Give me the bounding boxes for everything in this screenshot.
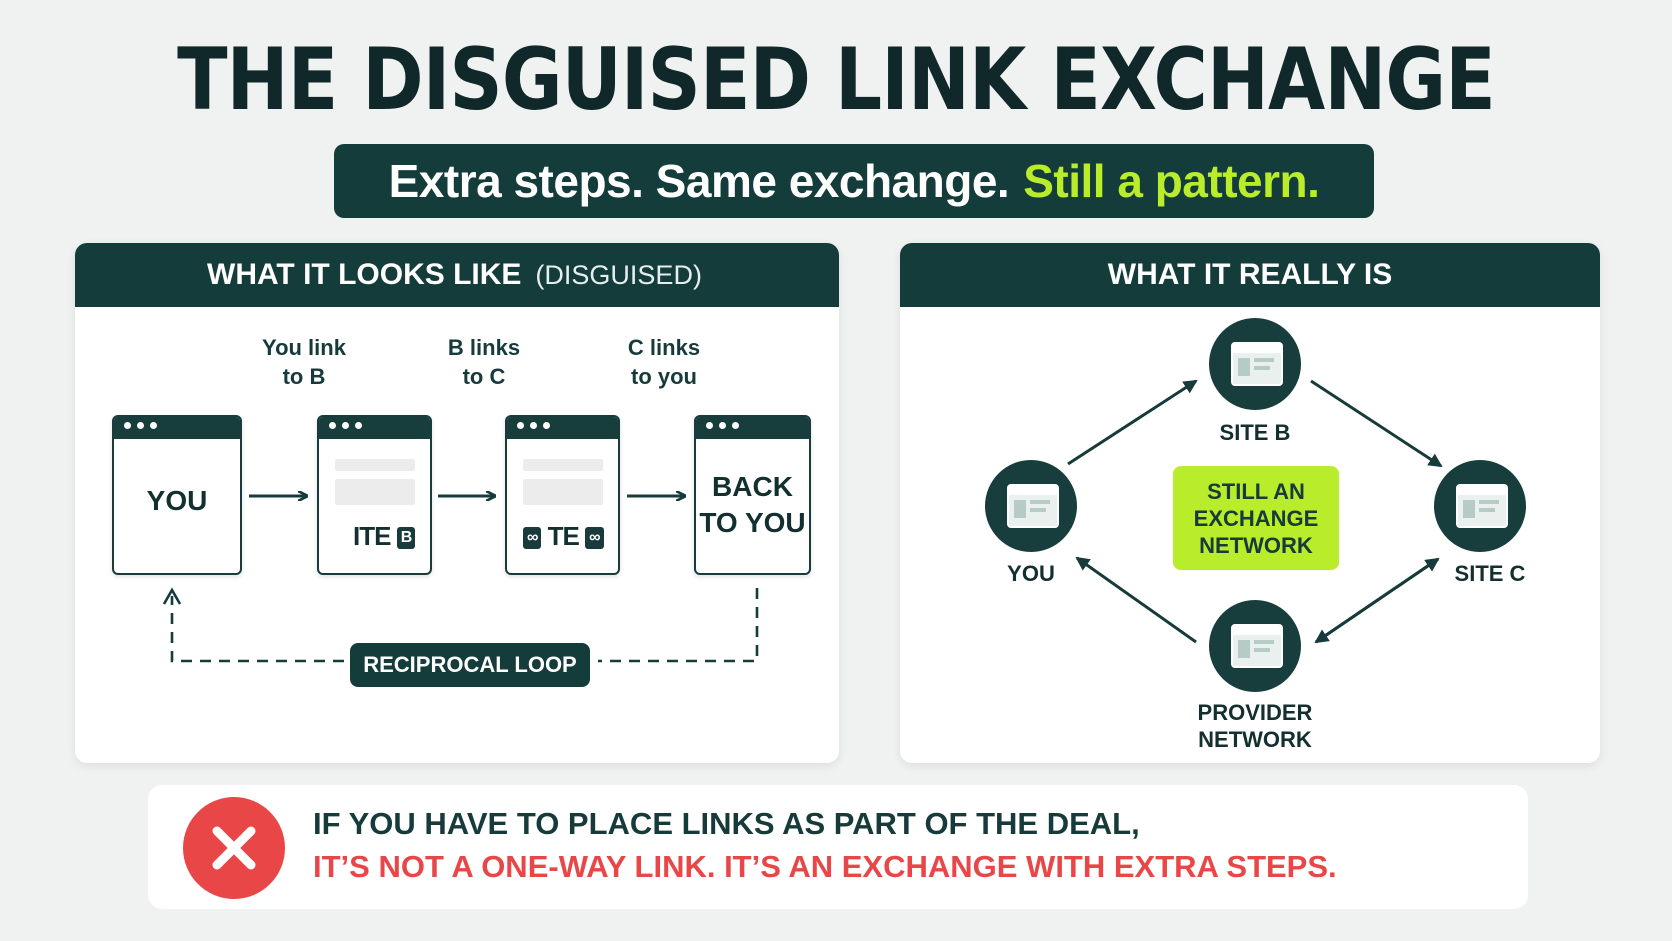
reality-panel-header: WHAT IT REALLY IS — [900, 243, 1600, 307]
warning-line-2: IT’S NOT A ONE-WAY LINK. IT’S AN EXCHANG… — [313, 849, 1337, 884]
network-arrow — [1075, 556, 1197, 644]
disguised-panel-title: WHAT IT LOOKS LIKE — [207, 258, 522, 291]
node-site-b-label: SITE B — [1219, 420, 1291, 445]
node-site-c-label: SITE C — [1454, 561, 1526, 586]
close-x-icon — [183, 797, 285, 899]
browser-site-b: ITE B — [317, 415, 432, 575]
exchange-network-badge: STILL AN EXCHANGE NETWORK — [1173, 466, 1339, 570]
warning-box — [148, 785, 1528, 909]
subtitle-main: Extra steps. Same exchange. — [388, 155, 1010, 207]
browser-window-icon — [1231, 624, 1283, 668]
reality-panel-title: WHAT IT REALLY IS — [1107, 258, 1393, 291]
link-icon: ∞ — [585, 527, 604, 550]
step-label-you-to-b: You link to B — [262, 335, 346, 389]
reciprocal-loop-line — [162, 587, 759, 663]
subtitle-accent: Still a pattern. — [1023, 155, 1320, 207]
network-arrow — [1310, 379, 1443, 468]
disguised-panel-header: WHAT IT LOOKS LIKE (DISGUISED) — [75, 243, 839, 307]
subtitle-banner: Extra steps. Same exchange. Still a patt… — [334, 144, 1374, 218]
node-site-b — [1209, 318, 1301, 410]
node-you-label: YOU — [1007, 561, 1055, 586]
reciprocal-loop-label: RECIPROCAL LOOP — [350, 643, 590, 687]
node-provider-network — [1209, 600, 1301, 692]
browser-you-label: YOU — [146, 485, 208, 516]
node-provider-label: PROVIDER NETWORK — [1197, 700, 1313, 752]
browser-window-icon — [1007, 484, 1059, 528]
warning-line-1: IF YOU HAVE TO PLACE LINKS AS PART OF TH… — [313, 806, 1140, 841]
browser-you: YOU — [112, 415, 242, 575]
back-to-you-label: BACK TO YOU — [699, 471, 806, 538]
browser-back-to-you: BACK TO YOU — [694, 415, 811, 575]
site-b-badge: B — [396, 527, 416, 550]
step-label-b-to-c: B links to C — [447, 335, 521, 389]
browser-site-c: ∞ TE ∞ — [505, 415, 620, 575]
network-arrow — [1314, 557, 1440, 644]
browser-window-icon — [1231, 342, 1283, 386]
site-b-chip: ITE B — [353, 521, 416, 552]
disguised-panel-subtitle: (DISGUISED) — [535, 259, 702, 290]
link-icon: ∞ — [523, 527, 542, 550]
browser-window-icon — [1456, 484, 1508, 528]
network-arrow — [1067, 379, 1198, 466]
node-you — [985, 460, 1077, 552]
node-site-c — [1434, 460, 1526, 552]
step-label-c-to-you: C links to you — [627, 335, 701, 389]
site-c-chip: ∞ TE ∞ — [523, 521, 604, 552]
